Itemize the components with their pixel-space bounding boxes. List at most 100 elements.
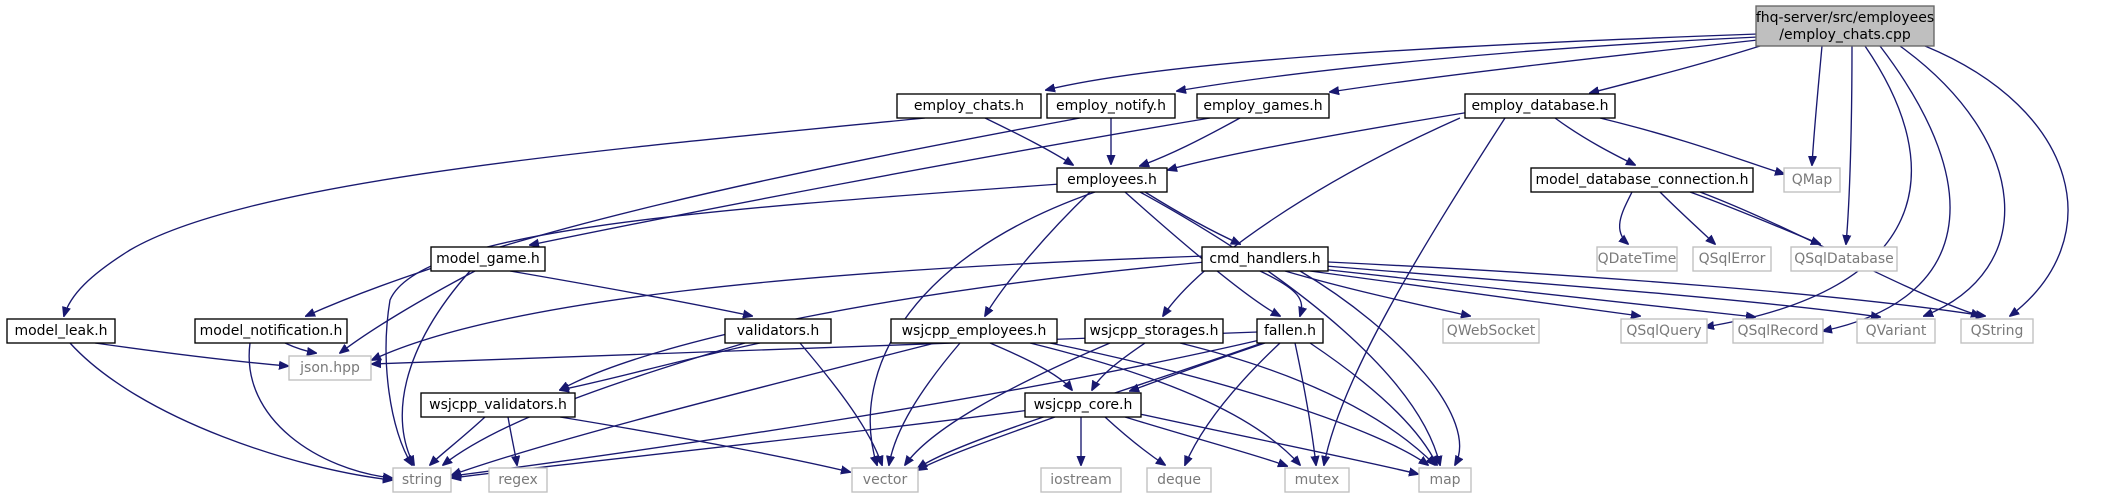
svg-text:iostream: iostream (1050, 472, 1112, 488)
root-label-line2: /employ_chats.cpp (1779, 27, 1911, 43)
edge-mdc-qsqlerror (1659, 191, 1715, 244)
node-qsqlrecord[interactable]: QSqlRecord (1732, 318, 1824, 344)
edge-core-mutex (1124, 416, 1287, 466)
svg-text:wsjcpp_core.h: wsjcpp_core.h (1034, 397, 1133, 413)
edge-employees-wsjcpp-employees (985, 191, 1091, 316)
node-wsjcpp-core-h[interactable]: wsjcpp_core.h (1024, 392, 1142, 418)
edge-chats-model-leak (64, 117, 926, 316)
edge-core-deque (1104, 416, 1165, 465)
svg-text:employ_games.h: employ_games.h (1203, 98, 1322, 114)
node-json-hpp[interactable]: json.hpp (288, 355, 372, 381)
edge-notification-json (284, 342, 316, 353)
edge-fallen-core (1130, 342, 1266, 391)
edge-games-employees (1140, 117, 1241, 166)
node-employees-h[interactable]: employees.h (1056, 167, 1168, 193)
edge-validators-wsjcpp-validators (560, 342, 761, 390)
node-qstring[interactable]: QString (1960, 318, 2034, 344)
edge-root-employ-chats-h (1046, 33, 1759, 90)
node-model-notification-h[interactable]: model_notification.h (194, 318, 348, 344)
svg-text:wsjcpp_storages.h: wsjcpp_storages.h (1090, 323, 1219, 339)
node-validators-h[interactable]: validators.h (724, 318, 832, 344)
node-deque[interactable]: deque (1146, 467, 1212, 493)
svg-text:QString: QString (1971, 323, 2024, 339)
svg-text:fallen.h: fallen.h (1264, 323, 1316, 339)
edge-fallen-map (1309, 342, 1437, 465)
edge-database-employees (1168, 111, 1471, 170)
edge-wsjcpp-validators-string (430, 416, 486, 465)
node-vector[interactable]: vector (851, 467, 919, 493)
edge-root-qstring (1924, 45, 2069, 316)
edge-root-qvariant (1899, 45, 2006, 316)
node-qwebsocket[interactable]: QWebSocket (1442, 318, 1540, 344)
edge-notification-string (248, 342, 392, 478)
edge-validators-vector (799, 342, 882, 465)
svg-text:cmd_handlers.h: cmd_handlers.h (1209, 251, 1320, 267)
svg-text:QSqlQuery: QSqlQuery (1626, 323, 1701, 339)
edge-wsjcpp-employees-mutex (1029, 342, 1300, 465)
edge-root-employ-notify-h (1177, 36, 1759, 91)
node-employ-chats-h[interactable]: employ_chats.h (896, 93, 1042, 119)
node-qdatetime[interactable]: QDateTime (1596, 246, 1678, 272)
svg-text:employees.h: employees.h (1067, 172, 1157, 188)
node-employ-games-h[interactable]: employ_games.h (1196, 93, 1330, 119)
node-fallen-h[interactable]: fallen.h (1256, 318, 1324, 344)
svg-text:wsjcpp_validators.h: wsjcpp_validators.h (429, 397, 567, 413)
edge-employees-map (1139, 191, 1440, 465)
edge-fallen-string (452, 339, 1261, 476)
edge-cmd-wsjcpp-validators (560, 261, 1206, 390)
edge-database-mutex (1324, 117, 1506, 465)
node-employ-database-h[interactable]: employ_database.h (1464, 93, 1616, 119)
node-string[interactable]: string (392, 467, 452, 493)
edge-model-game-string (401, 270, 471, 465)
edge-cmd-qsqlquery (1309, 270, 1640, 316)
edge-root-qsqlquery (1705, 45, 1913, 327)
edge-model-game-json (340, 270, 476, 353)
node-map[interactable]: map (1418, 467, 1472, 493)
edge-wsjcpp-employees-core (989, 342, 1072, 390)
node-regex[interactable]: regex (488, 467, 548, 493)
node-wsjcpp-employees-h[interactable]: wsjcpp_employees.h (890, 318, 1058, 344)
edge-root-employ-database-h (1590, 45, 1761, 93)
edge-cmd-map (1299, 270, 1460, 465)
edge-notify-model-notification (306, 117, 1081, 316)
node-model-game-h[interactable]: model_game.h (430, 246, 546, 272)
svg-text:QSqlDatabase: QSqlDatabase (1794, 251, 1893, 267)
node-model-database-connection-h[interactable]: model_database_connection.h (1530, 167, 1754, 193)
svg-text:employ_database.h: employ_database.h (1471, 98, 1608, 114)
node-wsjcpp-validators-h[interactable]: wsjcpp_validators.h (420, 392, 576, 418)
node-model-leak-h[interactable]: model_leak.h (6, 318, 116, 344)
edge-leak-json (94, 342, 288, 366)
edge-cmd-qvariant (1324, 265, 1880, 317)
edge-core-vector (918, 416, 1056, 470)
node-qsqlquery[interactable]: QSqlQuery (1620, 318, 1708, 344)
node-wsjcpp-storages-h[interactable]: wsjcpp_storages.h (1084, 318, 1224, 344)
edge-cmd-fallen (1259, 270, 1302, 316)
edge-wsjcpp-validators-vector (559, 416, 850, 472)
edge-cmd-qwebsocket (1284, 270, 1470, 316)
svg-text:json.hpp: json.hpp (299, 360, 360, 376)
edge-wsjcpp-employees-vector (889, 342, 961, 465)
node-qmap[interactable]: QMap (1783, 167, 1841, 193)
edge-database-mdc (1554, 117, 1635, 165)
edge-wsjcpp-validators-regex (507, 416, 517, 465)
node-qsqldatabase[interactable]: QSqlDatabase (1790, 246, 1898, 272)
node-cmd-handlers-h[interactable]: cmd_handlers.h (1201, 246, 1329, 272)
svg-text:wsjcpp_employees.h: wsjcpp_employees.h (902, 323, 1047, 339)
edge-cmd-qstring (1327, 261, 1985, 316)
node-employ-chats-cpp[interactable]: fhq-server/src/employees /employ_chats.c… (1755, 5, 1935, 47)
svg-text:QSqlRecord: QSqlRecord (1737, 323, 1818, 339)
svg-text:QVariant: QVariant (1866, 323, 1927, 339)
node-iostream[interactable]: iostream (1040, 467, 1122, 493)
node-qsqlerror[interactable]: QSqlError (1692, 246, 1772, 272)
node-employ-notify-h[interactable]: employ_notify.h (1046, 93, 1176, 119)
node-qvariant[interactable]: QVariant (1856, 318, 1936, 344)
svg-text:employ_notify.h: employ_notify.h (1056, 98, 1166, 114)
edge-core-map (1134, 412, 1418, 474)
svg-text:model_notification.h: model_notification.h (200, 323, 343, 339)
node-mutex[interactable]: mutex (1284, 467, 1350, 493)
edge-cmd-qsqlrecord (1319, 268, 1755, 317)
edge-root-qmap (1812, 45, 1823, 165)
edge-wsjcpp-storages-vector (905, 342, 1111, 465)
edge-fallen-deque (1185, 342, 1281, 465)
